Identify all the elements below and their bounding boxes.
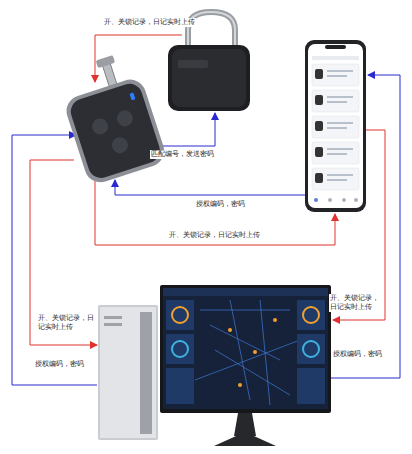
padlock-illustration	[178, 60, 208, 68]
padlock-illustration	[168, 45, 250, 111]
computer-tower-illustration	[98, 305, 158, 440]
electronic-key-illustration	[96, 55, 116, 68]
phone-illustration	[342, 198, 346, 202]
phone-illustration	[327, 70, 353, 181]
phone-illustration	[312, 90, 359, 112]
phone-illustration	[325, 45, 346, 49]
monitor-illustration	[228, 328, 232, 332]
flow-label: 开、关锁记录，日记实时上传	[103, 18, 196, 27]
phone-illustration	[327, 148, 353, 150]
computer-tower-illustration	[100, 307, 156, 438]
electronic-key-illustration	[110, 135, 130, 155]
padlock-illustration	[168, 12, 250, 111]
phone-illustration	[327, 174, 353, 176]
phone-illustration	[327, 179, 347, 181]
monitor-illustration	[297, 334, 325, 364]
flow-label: 开、关锁记录，日记实时上传	[168, 231, 261, 240]
computer-tower-illustration	[104, 323, 122, 326]
phone-illustration	[312, 64, 359, 190]
phone-illustration	[327, 101, 347, 103]
flow-label: 授权编码，密码	[332, 350, 383, 359]
electronic-key-illustration	[130, 93, 136, 101]
computer-tower-illustration	[104, 316, 122, 319]
monitor-illustration	[297, 368, 325, 404]
phone-illustration	[305, 40, 366, 212]
phone-illustration	[327, 127, 347, 129]
monitor-illustration	[195, 300, 300, 405]
phone-illustration	[327, 153, 347, 155]
phone-illustration	[315, 95, 323, 105]
monitor-illustration	[238, 383, 242, 387]
phone-illustration	[312, 64, 359, 86]
monitor-illustration	[166, 300, 194, 330]
flow-line	[157, 113, 215, 146]
flow-line	[30, 160, 97, 345]
electronic-key-illustration	[62, 75, 168, 186]
flow-label: 开、关锁记录，日记实时上传	[37, 314, 95, 332]
monitor-illustration	[214, 432, 276, 446]
monitor-illustration	[160, 285, 331, 446]
monitor-illustration	[172, 307, 188, 323]
monitor-illustration	[163, 288, 328, 296]
flow-label: 授权编码，密码	[34, 360, 85, 369]
monitor-illustration	[163, 288, 328, 409]
monitor-illustration	[166, 334, 194, 364]
monitor-illustration	[160, 285, 331, 413]
electronic-key-illustration	[90, 116, 110, 136]
phone-illustration	[315, 173, 323, 183]
phone-illustration	[315, 147, 323, 157]
phone-illustration	[308, 44, 363, 208]
phone-illustration	[354, 198, 358, 202]
phone-illustration	[327, 96, 353, 98]
monitor-illustration	[172, 307, 319, 357]
monitor-illustration	[273, 318, 277, 322]
phone-illustration	[315, 69, 323, 79]
monitor-illustration	[303, 341, 319, 357]
phone-illustration	[312, 56, 359, 60]
electronic-key-illustration	[115, 108, 135, 128]
padlock-illustration	[172, 49, 246, 107]
computer-tower-illustration	[140, 312, 152, 434]
flow-label: 匹配编号，发送密码	[150, 150, 215, 159]
phone-illustration	[327, 70, 353, 72]
phone-illustration	[312, 116, 359, 138]
monitor-illustration	[297, 300, 325, 330]
flow-line	[95, 176, 335, 245]
phone-illustration	[315, 121, 323, 131]
phone-illustration	[315, 69, 323, 183]
flow-line	[12, 135, 97, 385]
flow-line	[115, 180, 305, 195]
electronic-key-illustration	[54, 49, 168, 187]
electronic-key-illustration	[54, 49, 168, 187]
monitor-illustration	[195, 300, 300, 405]
monitor-illustration	[166, 300, 325, 404]
flow-label: 开、关锁记录，日记实时上传	[329, 294, 383, 312]
phone-illustration	[312, 168, 359, 190]
computer-tower-illustration	[98, 305, 158, 440]
monitor-illustration	[253, 350, 257, 354]
phone-illustration	[312, 142, 359, 164]
monitor-illustration	[172, 341, 188, 357]
phone-illustration	[327, 122, 353, 124]
monitor-illustration	[166, 368, 194, 404]
phone-illustration	[328, 198, 332, 202]
electronic-key-illustration	[67, 81, 163, 182]
phone-illustration	[314, 198, 318, 202]
phone-illustration	[314, 198, 358, 202]
phone-illustration	[327, 75, 347, 77]
monitor-illustration	[228, 318, 277, 387]
flow-label: 授权编码，密码	[195, 200, 246, 209]
phone-illustration	[305, 40, 366, 212]
monitor-illustration	[303, 307, 319, 323]
